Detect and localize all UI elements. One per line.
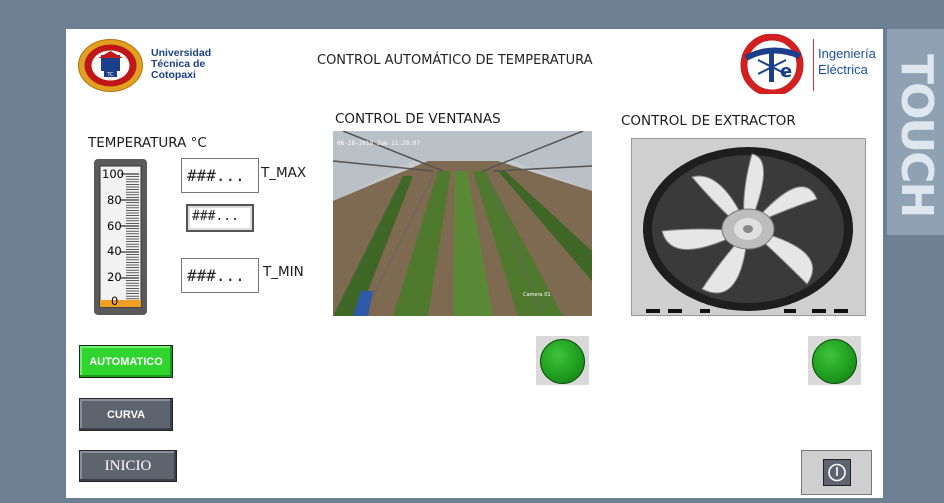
faculty-line-2: Eléctrica bbox=[818, 62, 868, 77]
extractor-status-lamp bbox=[812, 339, 857, 384]
university-line-3: Cotopaxi bbox=[151, 69, 196, 81]
university-name: Universidad Técnica de Cotopaxi bbox=[151, 48, 211, 81]
faculty-name: Ingeniería Eléctrica bbox=[818, 46, 876, 78]
extractor-heading: CONTROL DE EXTRACTOR bbox=[621, 113, 796, 129]
t-max-field[interactable]: ###... bbox=[181, 158, 259, 193]
touch-strip bbox=[887, 29, 944, 235]
power-button[interactable] bbox=[801, 450, 872, 495]
page-title: CONTROL AUTOMÁTICO DE TEMPERATURA bbox=[317, 53, 593, 68]
faculty-line-1: Ingeniería bbox=[818, 46, 876, 61]
scale-label-40: 40 bbox=[107, 244, 122, 258]
scale-label-80: 80 bbox=[107, 193, 122, 207]
automatico-button[interactable]: AUTOMATICO bbox=[79, 345, 173, 378]
t-min-label: T_MIN bbox=[263, 264, 304, 280]
university-line-1: Universidad bbox=[151, 47, 212, 59]
faculty-divider bbox=[813, 39, 814, 91]
scale-label-0: 0 bbox=[111, 294, 119, 308]
university-line-2: Técnica de bbox=[151, 58, 206, 70]
greenhouse-camera-view: 06-28-2019 Jue 11:28:07 Camera 01 bbox=[333, 131, 592, 316]
scale-label-60: 60 bbox=[107, 219, 122, 233]
thermometer-level bbox=[100, 300, 141, 307]
extractor-lamp-frame bbox=[808, 336, 861, 385]
camera-label: Camera 01 bbox=[523, 292, 551, 298]
extractor-fan-view bbox=[631, 138, 866, 316]
svg-text:TC: TC bbox=[106, 72, 114, 78]
power-icon bbox=[823, 459, 851, 486]
curva-button[interactable]: CURVA bbox=[79, 398, 173, 431]
ventanas-status-lamp bbox=[540, 339, 585, 384]
camera-timestamp: 06-28-2019 Jue 11:28:07 bbox=[337, 140, 420, 147]
svg-text:e: e bbox=[780, 61, 792, 82]
touch-label: TOUCH bbox=[891, 53, 942, 217]
current-temperature-field: ###... bbox=[186, 204, 254, 232]
scale-label-20: 20 bbox=[107, 270, 122, 284]
t-max-label: T_MAX bbox=[261, 165, 307, 181]
faculty-logo: e bbox=[738, 33, 810, 97]
temperature-heading: TEMPERATURA °C bbox=[88, 135, 207, 151]
thermometer: 100 80 60 40 20 0 bbox=[94, 159, 147, 315]
ventanas-lamp-frame bbox=[536, 336, 589, 385]
inicio-button[interactable]: INICIO bbox=[79, 450, 177, 482]
scale-label-100: 100 bbox=[102, 167, 124, 181]
university-logo: TC bbox=[77, 38, 144, 93]
ventanas-heading: CONTROL DE VENTANAS bbox=[335, 111, 501, 127]
t-min-field[interactable]: ###... bbox=[181, 258, 259, 293]
